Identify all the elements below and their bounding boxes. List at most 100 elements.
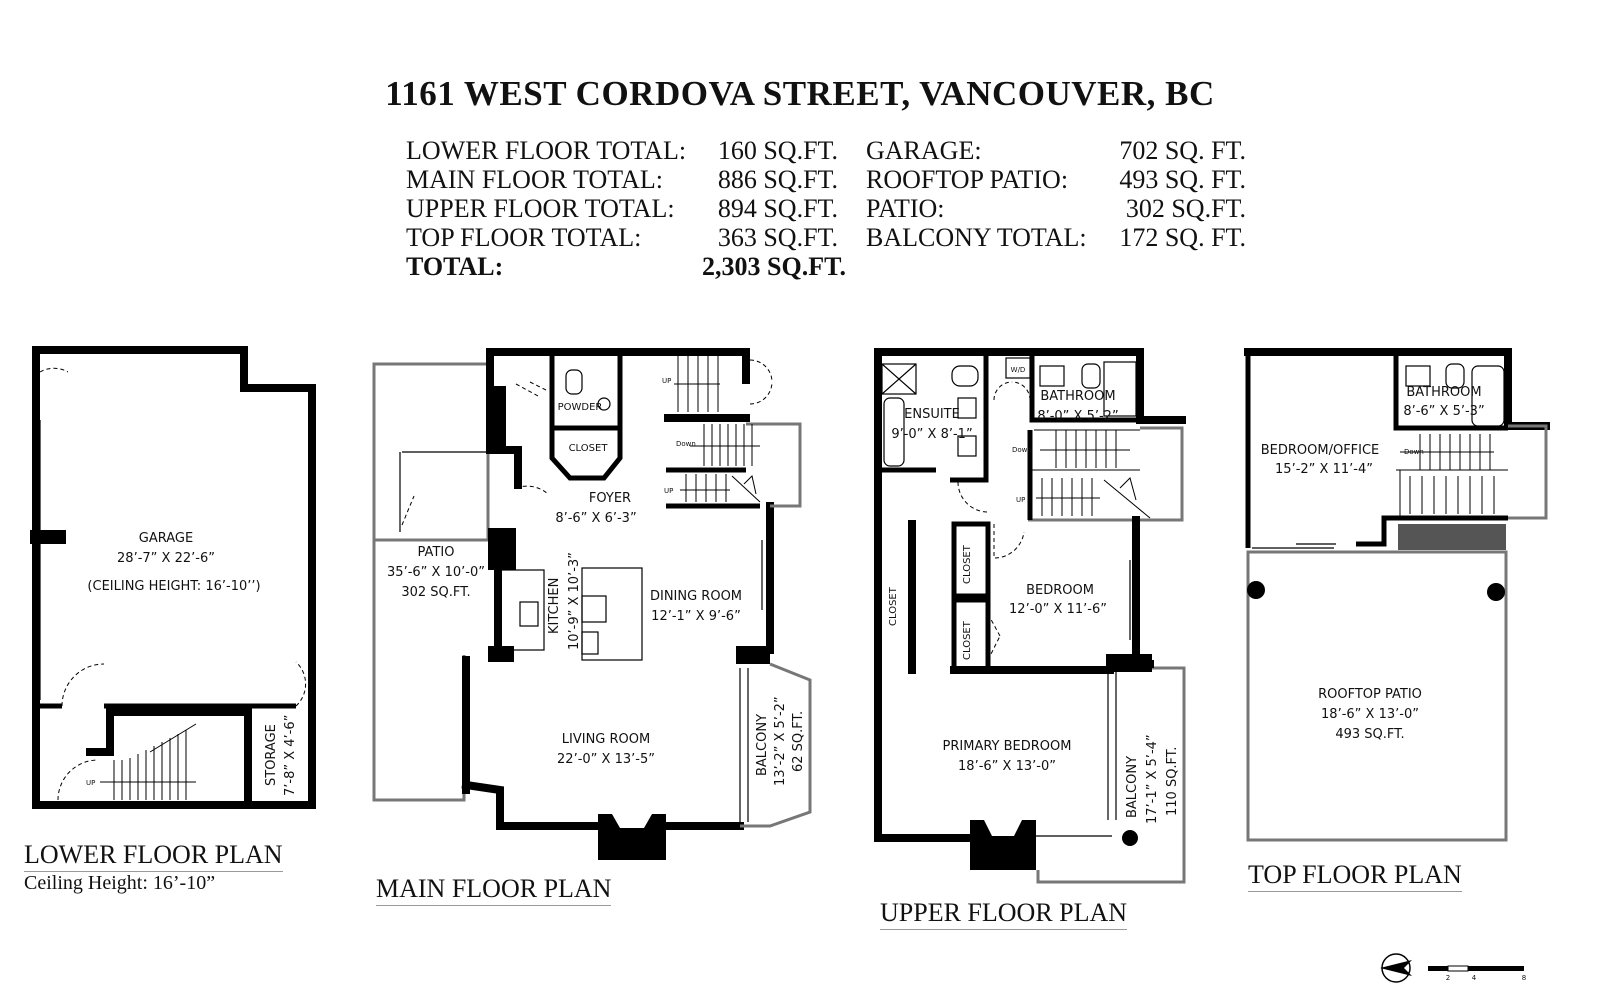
- rooftop-patio-dimensions: 18’-6” X 13’-0”: [1321, 707, 1419, 722]
- upper-stairs-down-label: Down: [1012, 446, 1032, 454]
- top-floor-plan-title: TOP FLOOR PLAN: [1248, 860, 1462, 892]
- upper-stairs-up-label: UP: [1016, 496, 1025, 504]
- summary-value-balcony: 172 SQ. FT.: [1119, 223, 1246, 252]
- patio-area: 302 SQ.FT.: [401, 585, 470, 600]
- main-wall-pier: [736, 646, 770, 664]
- storage-dimensions: 7’-8” X 4’-6”: [283, 715, 298, 796]
- garage-ceiling-note: (CEILING HEIGHT: 16’-10’’): [87, 579, 260, 594]
- stair-enclosure-wall: [86, 708, 114, 756]
- primary-bedroom-dimensions: 18’-6” X 13’-0”: [958, 759, 1056, 774]
- ensuite-dimensions: 9’-0” X 8’-1”: [891, 427, 972, 442]
- summary-label-garage: GARAGE:: [866, 136, 982, 165]
- upper-balcony-label: BALCONY: [1125, 756, 1140, 818]
- foyer-door-swing: [515, 485, 549, 495]
- lower-floor-plan: UP GARAGE 28’-7” X 22’-6” (CEILING HEIGH…: [30, 346, 316, 809]
- upper-floor-plan-title: UPPER FLOOR PLAN: [880, 898, 1128, 930]
- scale-tick-8: 8: [1522, 974, 1526, 982]
- bedroom-label: BEDROOM: [1026, 583, 1094, 598]
- washer-dryer-label: W/D: [1011, 366, 1026, 374]
- bedroom-closet-label-2: CLOSET: [962, 620, 973, 660]
- upper-balcony-area: 110 SQ.FT.: [1165, 747, 1180, 816]
- sink-icon: [957, 397, 977, 419]
- main-closet-label: CLOSET: [569, 443, 609, 454]
- summary-label-lower: LOWER FLOOR TOTAL:: [406, 136, 687, 165]
- fireplace-hearth: [612, 814, 652, 828]
- upper-bathroom-dimensions: 8’-0” X 5’-2”: [1037, 409, 1118, 424]
- powder-room-label: POWDER: [558, 402, 603, 413]
- sink-icon: [1039, 365, 1065, 387]
- summary-value-total: 2,303 SQ.FT.: [702, 252, 846, 281]
- summary-label-balcony: BALCONY TOTAL:: [866, 223, 1087, 252]
- bedroom-office-dimensions: 15’-2” X 11’-4”: [1275, 462, 1373, 477]
- main-stairs-up-label-2: UP: [664, 487, 673, 495]
- rooftop-patio-outline: [1246, 550, 1508, 842]
- column: [1487, 583, 1505, 601]
- upper-bathroom-label: BATHROOM: [1040, 389, 1115, 404]
- main-north-wall: [486, 348, 750, 384]
- summary-label-top: TOP FLOOR TOTAL:: [406, 223, 642, 252]
- property-address-title: 1161 WEST CORDOVA STREET, VANCOUVER, BC: [385, 74, 1215, 113]
- upper-wall-pier: [1106, 654, 1152, 672]
- garage-dimensions: 28’-7” X 22’-6”: [117, 551, 215, 566]
- main-floor-plan-title: MAIN FLOOR PLAN: [376, 874, 612, 906]
- summary-value-upper: 894 SQ.FT.: [717, 194, 838, 223]
- north-arrow-icon: [1380, 953, 1412, 983]
- patio-dimensions: 35’-6” X 10’-0”: [387, 565, 485, 580]
- shower-icon: [881, 363, 917, 395]
- top-bathroom-dimensions: 8’-6” X 5’-3”: [1403, 404, 1484, 419]
- column: [1122, 830, 1138, 846]
- lower-stairs-up-label: UP: [86, 779, 95, 787]
- sink-icon: [597, 397, 611, 411]
- column: [1247, 581, 1265, 599]
- summary-value-patio: 302 SQ.FT.: [1125, 194, 1246, 223]
- summary-label-main: MAIN FLOOR TOTAL:: [406, 165, 663, 194]
- bedroom-dimensions: 12’-0” X 11’-6”: [1009, 602, 1107, 617]
- main-stairs-up: [674, 356, 720, 412]
- top-stairs-down-label: Down: [1404, 448, 1424, 456]
- primary-closet-label: CLOSET: [888, 586, 899, 626]
- summary-label-total: TOTAL:: [406, 252, 504, 281]
- storage-label: STORAGE: [264, 724, 279, 786]
- upper-stairs: [1032, 429, 1151, 519]
- bedroom-closet-label: CLOSET: [962, 544, 973, 584]
- toilet-icon: [1081, 363, 1101, 389]
- top-bathroom-wall: [1393, 356, 1508, 431]
- main-balcony-area: 62 SQ.FT.: [791, 711, 806, 772]
- lower-column: [30, 530, 66, 544]
- powder-walls: [549, 352, 623, 431]
- top-south-wall: [1356, 515, 1508, 547]
- wd-door-swing: [993, 381, 1031, 401]
- rooftop-patio-area: 493 SQ.FT.: [1335, 727, 1404, 742]
- primary-bedroom-label: PRIMARY BEDROOM: [943, 739, 1072, 754]
- toilet-icon: [565, 369, 583, 395]
- top-bathroom-label: BATHROOM: [1406, 385, 1481, 400]
- shower-icon: [881, 363, 917, 395]
- lower-stairs: [100, 723, 197, 800]
- bedroom-door-swing: [993, 524, 1025, 559]
- bedroom-closet-walls: [951, 521, 991, 599]
- foyer-dimensions: 8’-6” X 6’-3”: [555, 511, 636, 526]
- scale-bar: 2 4 8: [1428, 965, 1526, 982]
- summary-label-upper: UPPER FLOOR TOTAL:: [406, 194, 675, 223]
- upper-fireplace-hearth: [984, 820, 1022, 836]
- upper-west-wall: [874, 348, 974, 842]
- toilet-icon: [951, 365, 979, 387]
- sink-icon: [1405, 365, 1431, 387]
- lower-entry-door-swing: [39, 367, 69, 373]
- upper-north-wall: [874, 348, 1186, 424]
- patio-label: PATIO: [418, 545, 455, 560]
- summary-value-lower: 160 SQ.FT.: [717, 136, 838, 165]
- foyer-wall: [486, 446, 522, 489]
- main-wall-pier: [488, 528, 516, 570]
- upper-balcony-dimensions: 17’-1” X 5’-4”: [1145, 734, 1160, 824]
- bathtub-icon: [1471, 365, 1505, 427]
- dining-room-label: DINING ROOM: [650, 589, 742, 604]
- top-stair-outline: [1508, 424, 1548, 520]
- ensuite-wall: [950, 356, 989, 483]
- powder-door-swing: [515, 381, 547, 397]
- sink-icon: [957, 435, 977, 457]
- living-room-dimensions: 22’-0” X 13’-5”: [557, 752, 655, 767]
- ensuite-door-swing: [957, 481, 989, 513]
- top-floor-plan: Down BEDROOM/OFFICE 15’-2” X 11’-4” BATH…: [1244, 348, 1550, 842]
